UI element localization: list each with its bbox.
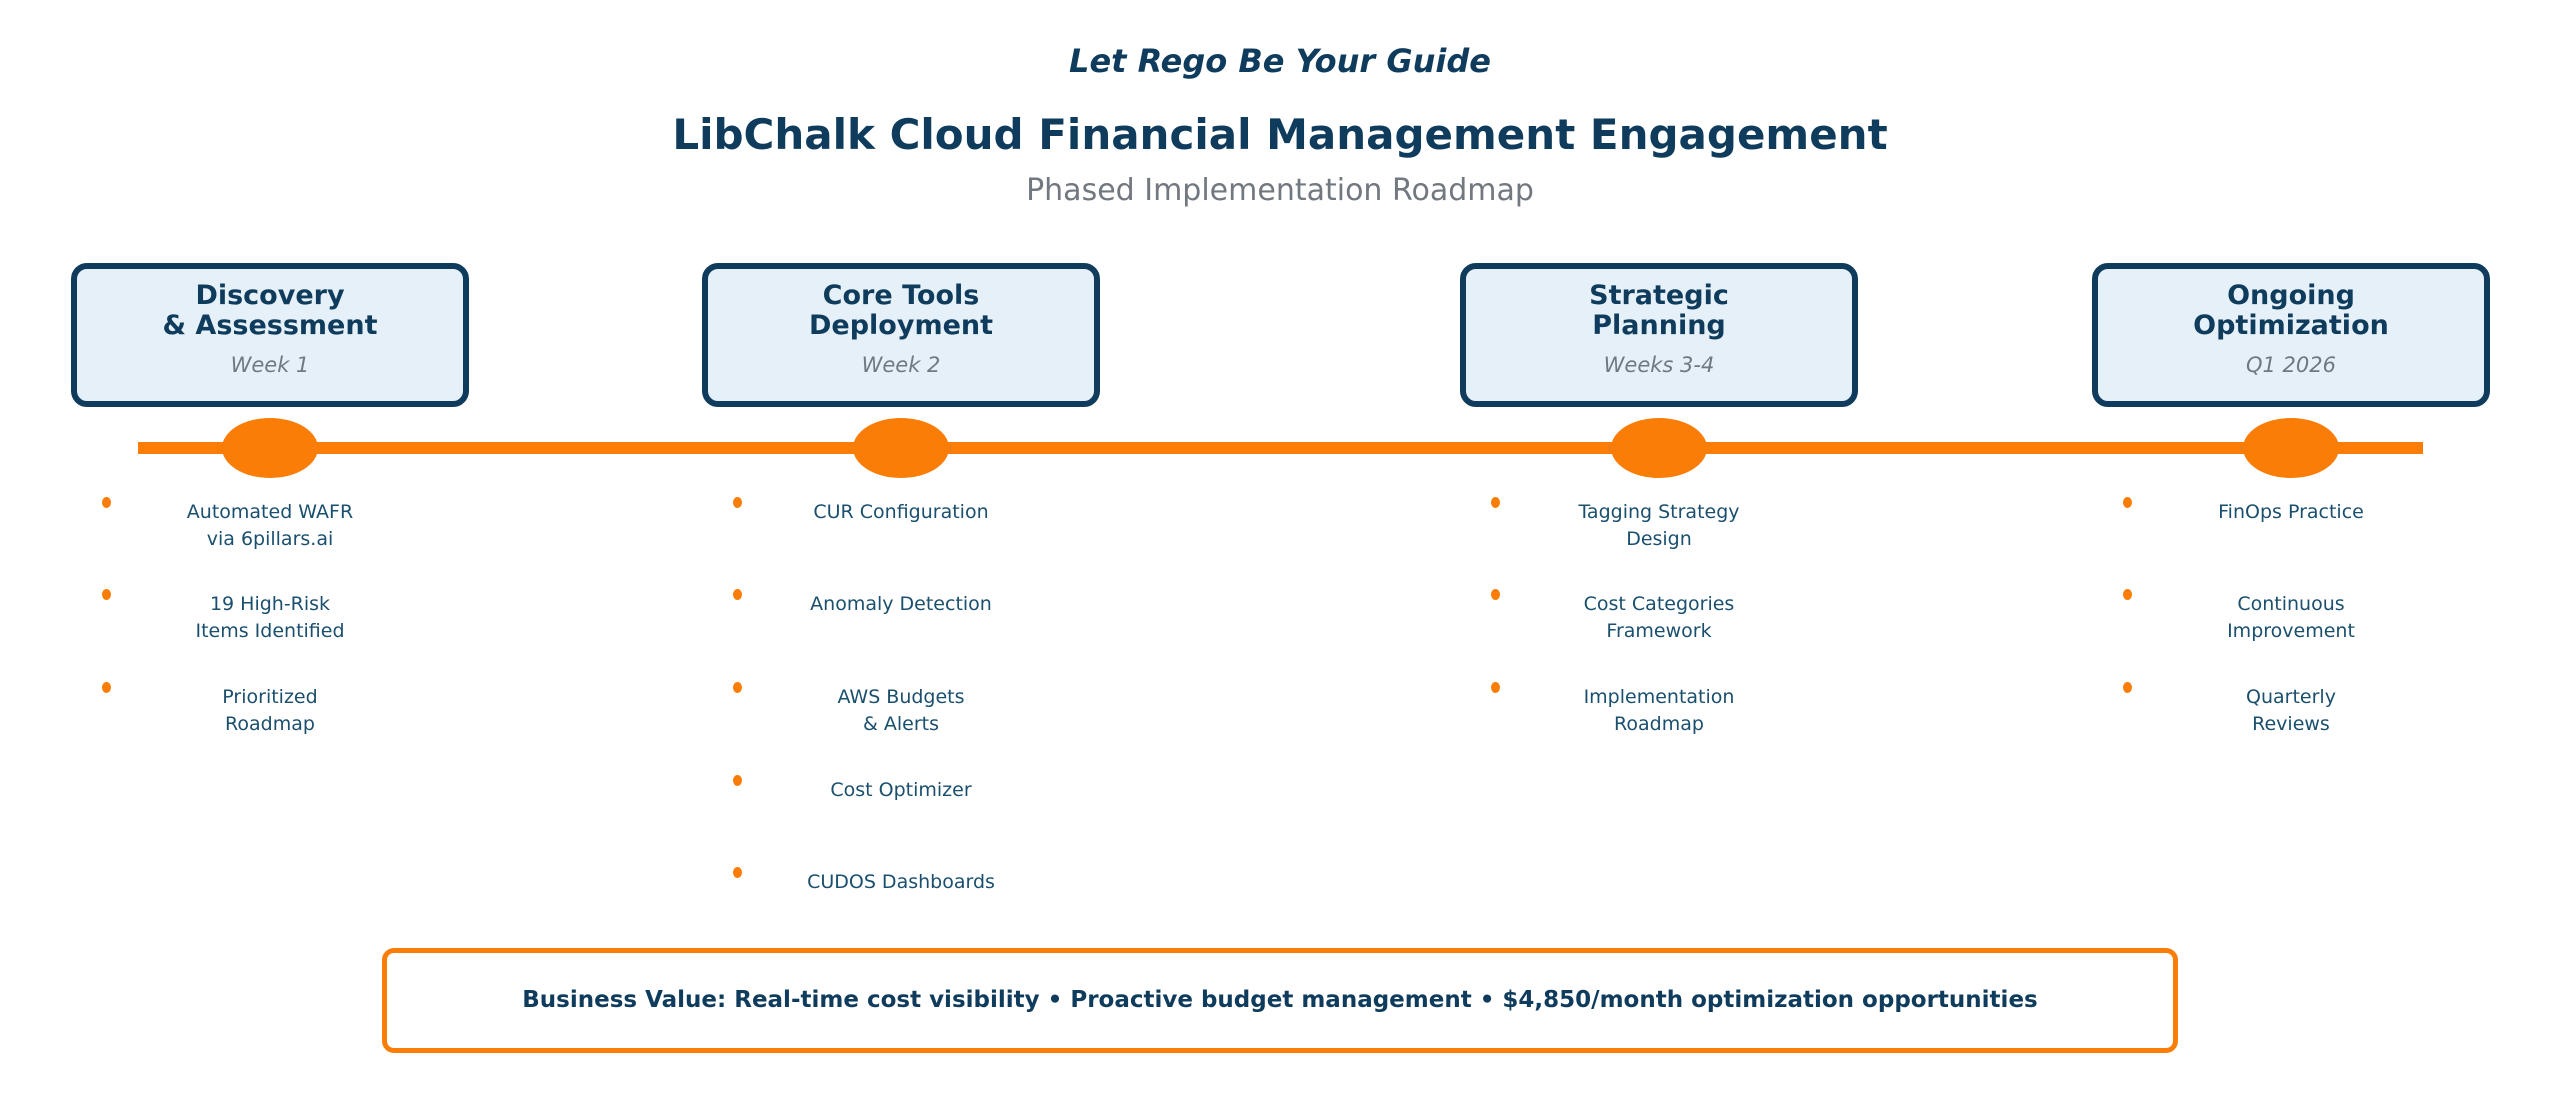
bullet-dot-icon — [733, 775, 742, 786]
deliverable-text: Prioritized Roadmap — [222, 686, 318, 735]
bullet-dot-icon — [102, 589, 111, 600]
phase-period: Week 1 — [230, 353, 310, 377]
timeline-node-icon — [222, 418, 318, 478]
deliverable-item: Implementation Roadmap — [1460, 682, 1858, 738]
deliverable-text: CUDOS Dashboards — [807, 871, 995, 893]
bullet-dot-icon — [102, 497, 111, 508]
timeline-node-icon — [1611, 418, 1707, 478]
deliverable-text: Continuous Improvement — [2227, 593, 2355, 642]
bullet-dot-icon — [2123, 589, 2132, 600]
timeline-node-icon — [2243, 418, 2339, 478]
bullet-dot-icon — [1491, 497, 1500, 508]
deliverable-text: FinOps Practice — [2218, 501, 2364, 523]
deliverable-text: AWS Budgets & Alerts — [837, 686, 965, 735]
bullet-dot-icon — [733, 867, 742, 878]
deliverable-item: CUDOS Dashboards — [702, 867, 1100, 896]
deliverable-item: AWS Budgets & Alerts — [702, 682, 1100, 738]
deliverable-text: Cost Categories Framework — [1583, 593, 1735, 642]
phase-period: Week 2 — [861, 353, 941, 377]
bullet-dot-icon — [2123, 682, 2132, 693]
bullet-dot-icon — [733, 682, 742, 693]
phase-box: Ongoing Optimization Q1 2026 — [2092, 263, 2490, 407]
page-subtitle: Phased Implementation Roadmap — [1026, 173, 1534, 208]
bullet-dot-icon — [733, 589, 742, 600]
deliverable-text: Tagging Strategy Design — [1578, 501, 1740, 550]
deliverable-text: Implementation Roadmap — [1583, 686, 1735, 735]
deliverable-text: 19 High-Risk Items Identified — [195, 593, 345, 642]
bullet-dot-icon — [1491, 589, 1500, 600]
deliverable-text: Anomaly Detection — [810, 593, 992, 615]
deliverable-item: Tagging Strategy Design — [1460, 497, 1858, 553]
timeline-bar — [138, 442, 2423, 454]
deliverable-item: Cost Optimizer — [702, 775, 1100, 804]
bullet-dot-icon — [2123, 497, 2132, 508]
deliverable-item: 19 High-Risk Items Identified — [71, 589, 469, 645]
deliverable-text: Automated WAFR via 6pillars.ai — [186, 501, 354, 550]
bullet-dot-icon — [733, 497, 742, 508]
phase-title: Discovery & Assessment — [162, 280, 378, 341]
business-value-box: Business Value: Real-time cost visibilit… — [382, 948, 2178, 1053]
page-title: LibChalk Cloud Financial Management Enga… — [672, 110, 1888, 159]
phase-period: Q1 2026 — [2245, 353, 2336, 377]
phase-title: Ongoing Optimization — [2193, 280, 2389, 341]
deliverable-item: Quarterly Reviews — [2092, 682, 2490, 738]
deliverable-item: Cost Categories Framework — [1460, 589, 1858, 645]
deliverable-text: CUR Configuration — [813, 501, 989, 523]
deliverable-item: Continuous Improvement — [2092, 589, 2490, 645]
deliverable-item: CUR Configuration — [702, 497, 1100, 526]
deliverable-item: Prioritized Roadmap — [71, 682, 469, 738]
deliverable-item: Automated WAFR via 6pillars.ai — [71, 497, 469, 553]
timeline-node-icon — [853, 418, 949, 478]
bullet-dot-icon — [102, 682, 111, 693]
deliverable-item: FinOps Practice — [2092, 497, 2490, 526]
phase-title: Strategic Planning — [1589, 280, 1729, 341]
deliverable-text: Cost Optimizer — [830, 779, 972, 801]
tagline: Let Rego Be Your Guide — [1069, 42, 1491, 80]
phase-title: Core Tools Deployment — [808, 280, 994, 341]
deliverable-item: Anomaly Detection — [702, 589, 1100, 618]
deliverable-text: Quarterly Reviews — [2246, 686, 2336, 735]
bullet-dot-icon — [1491, 682, 1500, 693]
business-value-text: Business Value: Real-time cost visibilit… — [522, 986, 2038, 1013]
phase-period: Weeks 3-4 — [1603, 353, 1715, 377]
